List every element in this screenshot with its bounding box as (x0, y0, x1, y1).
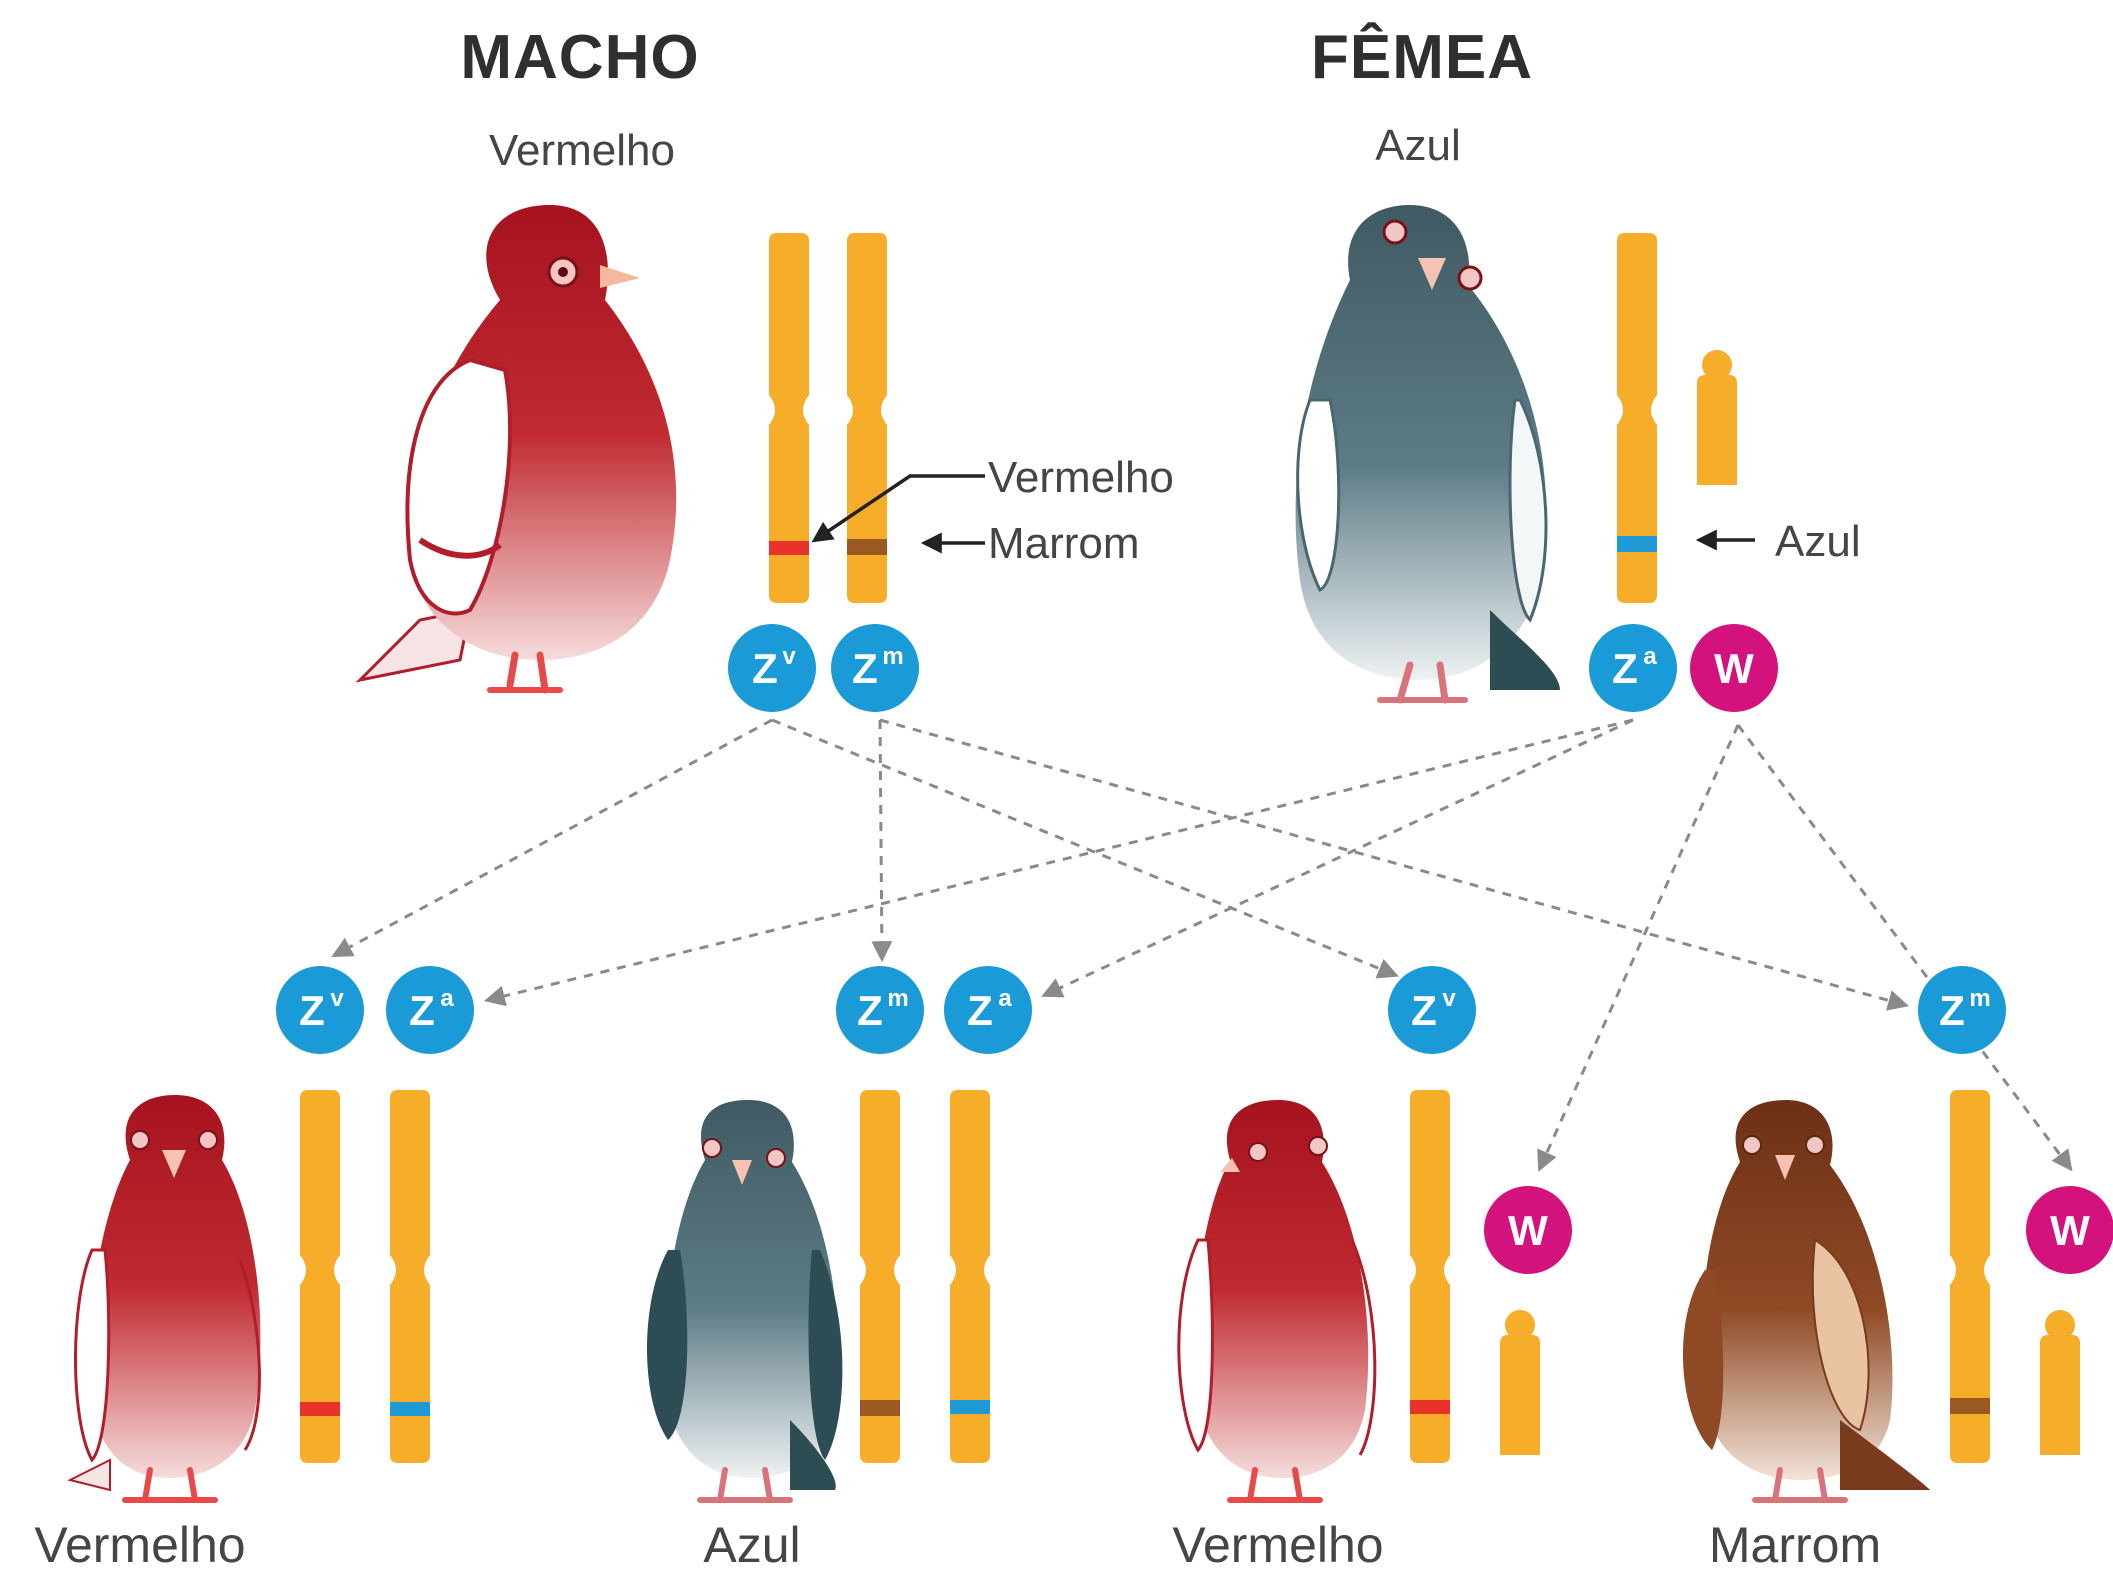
female-chromosome-w (1697, 350, 1737, 485)
svg-text:v: v (1442, 985, 1456, 1012)
svg-text:Z: Z (299, 987, 325, 1034)
offspring2-chromosome-zm (860, 1090, 900, 1463)
svg-text:v: v (782, 643, 796, 670)
badge-offspring2-za: Z a (944, 966, 1032, 1054)
badge-offspring4-w: W (2026, 1186, 2113, 1274)
badge-offspring1-zv: Z v (276, 966, 364, 1054)
male-color-label: Vermelho (489, 126, 675, 175)
badge-offspring4-zm: Z m (1918, 966, 2006, 1054)
svg-text:m: m (887, 985, 908, 1012)
offspring4-label: Marrom (1709, 1517, 1881, 1572)
badge-male-zm: Z m (831, 624, 919, 712)
badge-female-w: W (1690, 624, 1778, 712)
female-pigeon-blue (1296, 205, 1560, 700)
svg-text:Z: Z (1939, 987, 1965, 1034)
svg-text:a: a (440, 985, 454, 1012)
svg-text:Z: Z (409, 987, 435, 1034)
svg-text:W: W (1714, 645, 1754, 692)
svg-text:m: m (882, 643, 903, 670)
svg-text:Z: Z (967, 987, 993, 1034)
offspring3-chromosome-w (1500, 1310, 1540, 1455)
offspring4-chromosome-zm (1950, 1090, 1990, 1463)
svg-text:a: a (998, 985, 1012, 1012)
svg-text:a: a (1643, 643, 1657, 670)
offspring3-chromosome-zv (1410, 1090, 1450, 1463)
gene-label-red: Vermelho (988, 453, 1174, 502)
male-pigeon-red (360, 205, 676, 690)
offspring2-label: Azul (703, 1517, 800, 1572)
svg-text:m: m (1969, 985, 1990, 1012)
offspring4-pigeon-brown (1683, 1100, 1930, 1500)
offspring1-pigeon-red (70, 1095, 260, 1500)
offspring2-chromosome-za (950, 1090, 990, 1463)
badge-offspring2-zm: Z m (836, 966, 924, 1054)
offspring2-pigeon-blue (647, 1100, 842, 1500)
svg-text:Z: Z (852, 645, 878, 692)
svg-text:W: W (1508, 1207, 1548, 1254)
badge-offspring3-w: W (1484, 1186, 1572, 1274)
badge-male-zv: Z v (728, 624, 816, 712)
gene-label-blue: Azul (1775, 517, 1861, 566)
gene-label-brown: Marrom (988, 519, 1140, 568)
offspring1-chromosome-zv (300, 1090, 340, 1463)
badge-offspring1-za: Z a (386, 966, 474, 1054)
svg-text:Z: Z (752, 645, 778, 692)
offspring3-pigeon-red (1179, 1100, 1375, 1500)
male-title: MACHO (460, 23, 699, 92)
female-chromosome-za (1617, 233, 1657, 603)
badge-female-za: Z a (1589, 624, 1677, 712)
male-chromosome-zm (847, 233, 887, 603)
offspring1-label: Vermelho (34, 1517, 245, 1572)
badge-offspring3-zv: Z v (1388, 966, 1476, 1054)
offspring1-chromosome-za (390, 1090, 430, 1463)
svg-text:W: W (2050, 1207, 2090, 1254)
male-chromosome-zv (769, 233, 809, 603)
svg-text:Z: Z (1411, 987, 1437, 1034)
inheritance-arrows (335, 720, 2070, 1168)
svg-text:v: v (330, 985, 344, 1012)
svg-text:Z: Z (857, 987, 883, 1034)
female-color-label: Azul (1375, 121, 1461, 170)
offspring4-chromosome-w (2040, 1310, 2080, 1455)
svg-text:Z: Z (1612, 645, 1638, 692)
offspring3-label: Vermelho (1172, 1517, 1383, 1572)
female-title: FÊMEA (1311, 23, 1533, 92)
